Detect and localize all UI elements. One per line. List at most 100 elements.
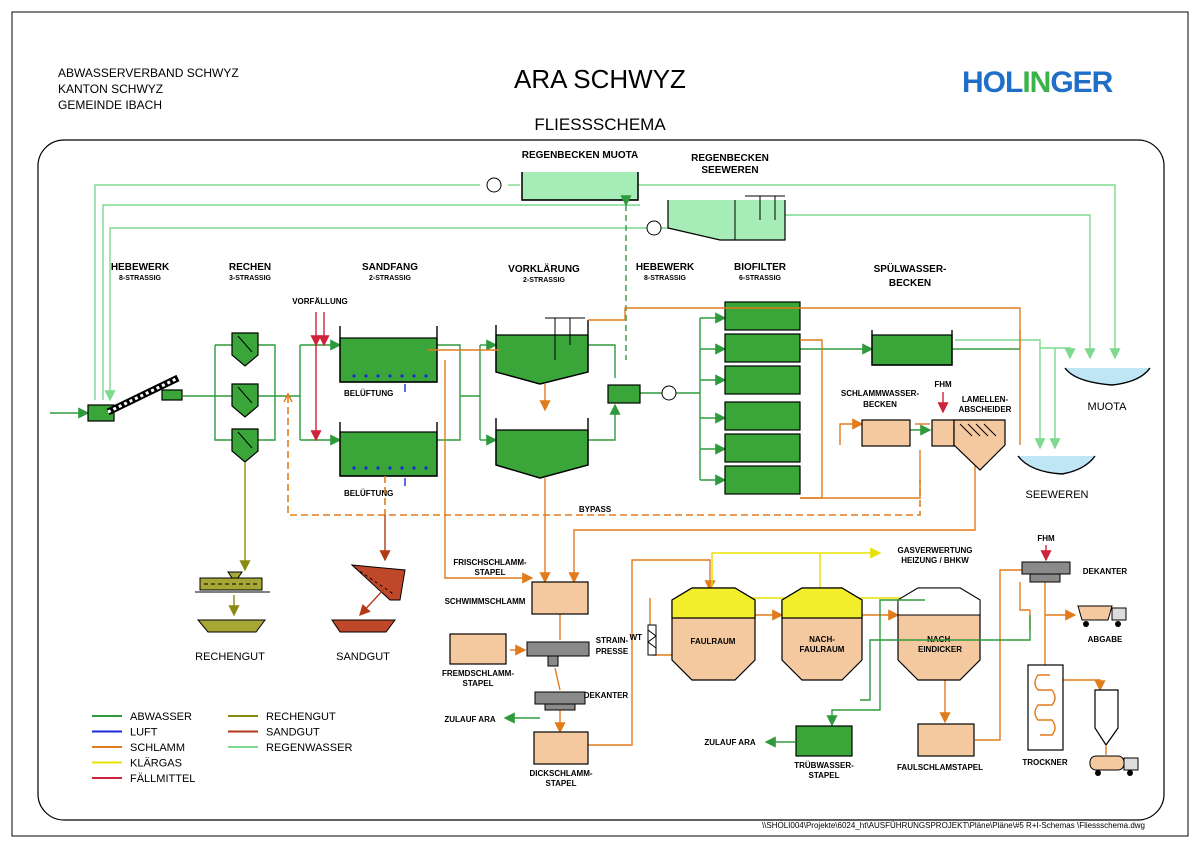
lamellen-label-2: ABSCHEIDER [959,405,1012,414]
page-subtitle: FLIESSSCHEMA [534,115,666,134]
fhm-label-1: FHM [934,380,952,389]
rechen-screens [231,332,259,463]
rechengut-container [196,619,266,633]
drawing-path: \\SHOLI004\Projekte\6024_ht\AUSFÜHRUNGSP… [762,821,1145,830]
legend-label: FÄLLMITTEL [130,773,195,785]
pump-muota-icon [486,177,502,193]
regenbecken-muota-label: REGENBECKEN MUOTA [522,150,638,161]
sandfang-label: SANDFANG [362,262,418,273]
trockner-label: TROCKNER [1022,758,1068,767]
nachfaulraum-digester [781,587,863,681]
silo-icon [1094,689,1119,747]
rechen-label: RECHEN [229,262,271,273]
sandgut-container [331,619,396,633]
page-title: ARA SCHWYZ [514,64,686,94]
faulschlamm-label: FAULSCHLAMSTAPEL [897,763,983,772]
waermetauscher-icon [647,624,657,656]
regenbecken-seewern-tank [667,200,786,241]
strainpresse-label-1: STRAIN- [596,636,629,645]
truebwasser-label-1: TRÜBWASSER- [794,761,854,770]
abgabe-truck-icon [1077,605,1127,627]
hebewerk1-label: HEBEWERK [111,262,170,273]
lamellen-label-1: LAMELLEN- [962,395,1009,404]
spuelwasser-label-2: BECKEN [889,278,931,289]
legend-label: SANDGUT [266,727,320,739]
belueftung-label-1: BELÜFTUNG [344,389,393,398]
dekanter-1 [534,691,586,711]
dickschlamm-label-1: DICKSCHLAMM- [529,769,592,778]
hebewerk2-well [607,384,641,404]
lamellenabscheider [931,419,1006,471]
rechengut-press [195,571,270,593]
hebewerk2-detail: 8-STRASSIG [644,275,687,282]
dekanter-2 [1021,561,1071,583]
nacheindicker-label-2: EINDICKER [918,645,962,654]
strainpresse [526,641,590,667]
vorfaellung-label: VORFÄLLUNG [292,297,348,306]
legend-label: KLÄRGAS [130,758,182,770]
legend-label: ABWASSER [130,711,192,723]
gasverwertung-label-1: GASVERWERTUNG [898,546,973,555]
regenbecken-muota-tank [521,172,639,201]
sandfang-detail: 2-STRASSIG [369,275,412,282]
faulschlamm-tank [917,723,975,757]
trockner-dryer [1027,664,1064,751]
dekanter-label-2: DEKANTER [1083,567,1128,576]
faulraum-digester [671,587,756,681]
legend-label: REGENWASSER [266,742,352,754]
logo-part-3: GER [1050,66,1113,99]
bypass-line [287,396,921,516]
faulraum-label: FAULRAUM [691,637,736,646]
hebewerk2-label: HEBEWERK [636,262,695,273]
rechengut-label: RECHENGUT [195,651,265,663]
frischschlamm-tank [531,581,589,615]
schlammwasser-label-1: SCHLAMMWASSER- [841,389,920,398]
vorklaerung-tanks [495,317,589,479]
frischschlamm-label-2: STAPEL [475,568,506,577]
river-seewern-icon [1017,455,1096,475]
logo-part-2: IN [1022,66,1050,99]
legend: ABWASSERLUFTSCHLAMMKLÄRGASFÄLLMITTELRECH… [92,711,352,785]
dickschlamm-tank [533,731,589,765]
fhm-label-2: FHM [1037,534,1055,543]
schlamm-lines [428,307,1106,746]
bypass-label: BYPASS [579,505,612,514]
holinger-logo: HOLINGER [962,66,1114,99]
nacheindicker [897,587,981,681]
biofilter-label: BIOFILTER [734,262,787,273]
vorklaerung-detail: 2-STRASSIG [523,277,566,284]
zulauf-ara-label-1: ZULAUF ARA [444,715,495,724]
fremdschlamm-label-1: FREMDSCHLAMM- [442,669,514,678]
hebewerk2-pump-icon [661,385,677,401]
sandfang-tanks [339,326,438,477]
legend-label: RECHENGUT [266,711,336,723]
spuelwasser-tank [871,334,953,366]
dickschlamm-label-2: STAPEL [546,779,577,788]
biofilter-cells [724,301,801,495]
sandgut-label: SANDGUT [336,651,390,663]
seewern-label: SEEWEREN [1026,489,1089,501]
nachfaulraum-label-2: FAULRAUM [800,645,845,654]
truebwasser-label-2: STAPEL [809,771,840,780]
spuelwasser-label-1: SPÜLWASSER- [874,262,947,275]
legend-label: SCHLAMM [130,742,185,754]
org-line-3: GEMEINDE IBACH [58,98,162,112]
sheet-border [11,11,1189,837]
zulauf-ara-label-2: ZULAUF ARA [704,738,755,747]
biofilter-detail: 6-STRASSIG [739,275,782,282]
hebewerk1-detail: 8-STRASSIG [119,275,162,282]
belueftung-label-2: BELÜFTUNG [344,489,393,498]
regenbecken-seewern-label-1: REGENBECKEN [691,153,769,164]
schwimmschlamm-label: SCHWIMMSCHLAMM [445,597,526,606]
vorklaerung-label: VORKLÄRUNG [508,262,580,275]
abgabe-label: ABGABE [1088,635,1123,644]
muota-label: MUOTA [1088,401,1128,413]
fremdschlamm-label-2: STAPEL [463,679,494,688]
org-line-2: KANTON SCHWYZ [58,82,163,96]
silo-truck-icon [1089,755,1139,776]
plant-boundary [37,139,1165,821]
wt-label: WT [630,633,643,642]
frischschlamm-label-1: FRISCHSCHLAMM- [453,558,527,567]
